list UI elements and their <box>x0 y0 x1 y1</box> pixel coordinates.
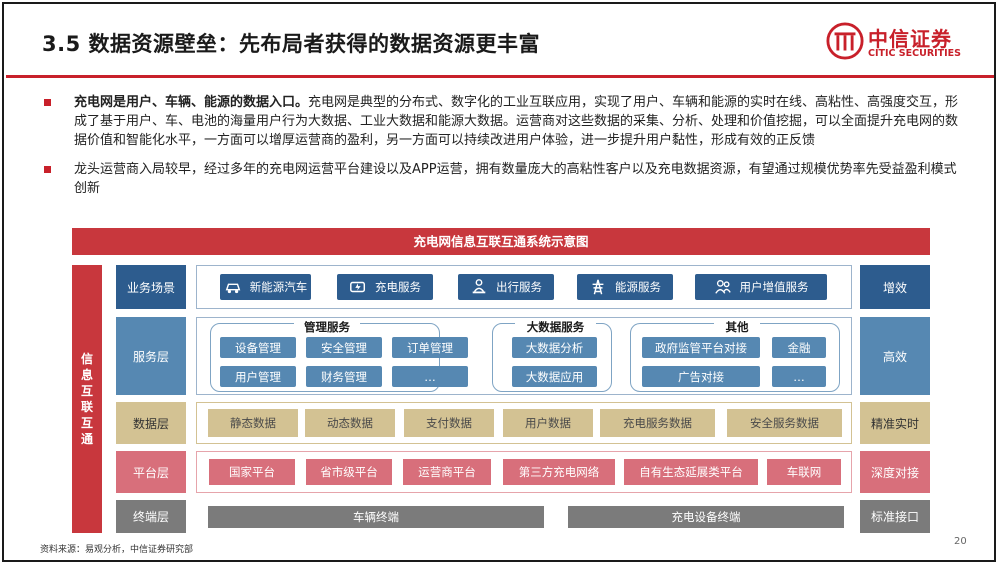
biz-item-label: 充电服务 <box>375 280 421 294</box>
platform-item: 第三方充电网络 <box>502 458 616 486</box>
platform-item: 自有生态延展类平台 <box>623 458 759 486</box>
service-item: … <box>772 366 826 387</box>
citic-logo-icon <box>826 22 864 60</box>
service-item: 财务管理 <box>306 366 382 387</box>
service-row <box>196 317 852 395</box>
service-item: 广告对接 <box>642 366 760 387</box>
biz-item-label: 能源服务 <box>615 280 661 294</box>
bullet-item: 龙头运营商入局较早，经过多年的充电网运营平台建设以及APP运营，拥有数量庞大的高… <box>44 160 962 198</box>
data-item: 支付数据 <box>404 409 494 437</box>
biz-item: 新能源汽车 <box>220 274 311 300</box>
business-row <box>196 265 852 309</box>
service-group-title: 管理服务 <box>294 319 360 335</box>
bullet-bold-text: 充电网是用户、车辆、能源的数据入口。 <box>74 95 309 110</box>
biz-item-label: 用户增值服务 <box>739 280 809 294</box>
data-item: 动态数据 <box>305 409 395 437</box>
bullet-marker-icon <box>44 99 51 106</box>
terminal-item: 充电设备终端 <box>568 506 844 528</box>
layer-benefit-terminal: 标准接口 <box>860 500 930 533</box>
platform-row <box>196 451 852 493</box>
bullet-marker-icon <box>44 166 51 173</box>
layer-name-data: 数据层 <box>116 402 186 444</box>
biz-item: 充电服务 <box>337 274 433 300</box>
bullet-text: 充电网是典型的分布式、数字化的工业互联应用，实现了用户、车辆和能源的实时在线、高… <box>74 95 959 148</box>
battery-charge-icon <box>350 281 366 293</box>
slide-title: 3.5 数据资源壁垒：先布局者获得的数据资源更丰富 <box>42 32 541 56</box>
biz-item: 能源服务 <box>577 274 673 300</box>
data-item: 静态数据 <box>208 409 298 437</box>
service-item: 设备管理 <box>220 337 296 358</box>
service-item: 政府监管平台对接 <box>642 337 760 358</box>
data-row <box>196 402 852 444</box>
platform-item: 车联网 <box>766 458 842 486</box>
platform-item: 省市级平台 <box>305 458 393 486</box>
platform-item: 运营商平台 <box>402 458 492 486</box>
terminal-item: 车辆终端 <box>208 506 544 528</box>
source-note: 资料来源：易观分析，中信证券研究部 <box>40 545 194 555</box>
users-icon <box>714 280 731 294</box>
citic-logo: 中信证券 CITIC SECURITIES <box>826 20 976 66</box>
service-group-title: 大数据服务 <box>515 319 596 335</box>
left-bar-char: 互 <box>80 416 93 430</box>
layer-name-platform: 平台层 <box>116 451 186 493</box>
layer-benefit-service: 高效 <box>860 317 930 395</box>
biz-item-label: 出行服务 <box>496 280 542 294</box>
left-bar-char: 联 <box>80 400 93 414</box>
service-item: 大数据分析 <box>512 337 597 358</box>
layer-benefit-data: 精准实时 <box>860 402 930 444</box>
service-item: 大数据应用 <box>512 366 597 387</box>
bullet-item: 充电网是用户、车辆、能源的数据入口。充电网是典型的分布式、数字化的工业互联应用，… <box>44 93 962 150</box>
left-bar-char: 息 <box>80 368 93 382</box>
diagram-banner: 充电网信息互联互通系统示意图 <box>72 228 930 255</box>
person-location-icon <box>472 279 486 294</box>
biz-item-label: 新能源汽车 <box>249 280 308 294</box>
biz-item: 出行服务 <box>458 274 554 300</box>
biz-item: 用户增值服务 <box>695 274 827 300</box>
bullet-text: 龙头运营商入局较早，经过多年的充电网运营平台建设以及APP运营，拥有数量庞大的高… <box>74 162 957 196</box>
car-icon <box>225 283 241 294</box>
logo-name-en: CITIC SECURITIES <box>868 48 962 59</box>
left-bar-char: 信 <box>80 352 93 366</box>
service-group-title: 其他 <box>714 319 760 335</box>
layer-name-service: 服务层 <box>116 317 186 395</box>
left-bar-char: 互 <box>80 384 93 398</box>
service-item: 金融 <box>772 337 826 358</box>
service-item: 用户管理 <box>220 366 296 387</box>
power-tower-icon <box>592 279 604 295</box>
layer-benefit-business: 增效 <box>860 265 930 309</box>
layer-name-business: 业务场景 <box>116 265 186 309</box>
data-item: 充电服务数据 <box>600 409 715 437</box>
system-diagram: 充电网信息互联互通系统示意图 信 息 互 联 互 通 业务场景 新能源汽车 充电… <box>72 228 930 534</box>
bullet-list: 充电网是用户、车辆、能源的数据入口。充电网是典型的分布式、数字化的工业互联应用，… <box>44 93 962 208</box>
page-number: 20 <box>954 536 967 547</box>
diagram-left-bar: 信 息 互 联 互 通 <box>72 265 102 533</box>
left-bar-char: 通 <box>80 432 93 446</box>
logo-name-cn: 中信证券 <box>868 27 952 51</box>
title-divider <box>6 75 994 78</box>
service-item: 订单管理 <box>392 337 468 358</box>
platform-item: 国家平台 <box>208 458 296 486</box>
data-item: 用户数据 <box>503 409 593 437</box>
layer-benefit-platform: 深度对接 <box>860 451 930 493</box>
service-item: 安全管理 <box>306 337 382 358</box>
layer-name-terminal: 终端层 <box>116 500 186 533</box>
data-item: 安全服务数据 <box>727 409 842 437</box>
service-item: … <box>392 366 468 387</box>
